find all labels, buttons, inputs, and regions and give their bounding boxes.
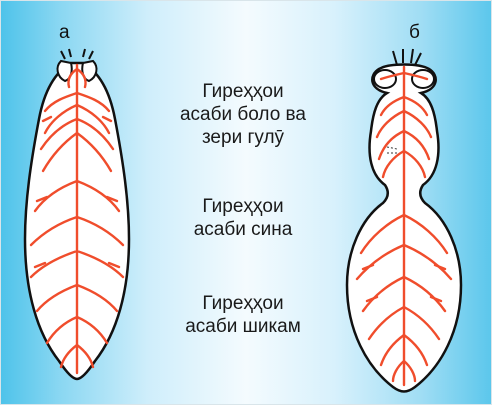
caption-line: асаби боло ва: [168, 104, 318, 127]
caption-line: зери гулӯ: [168, 127, 318, 150]
caption-line: Гиреҳҳои: [168, 81, 318, 104]
larva-b-diagram: [347, 49, 461, 392]
larva-a-diagram: [25, 49, 129, 379]
caption-line: асаби сина: [168, 219, 318, 242]
caption-thoracic-ganglia: Гиреҳҳои асаби сина: [168, 196, 318, 242]
caption-line: асаби шикам: [168, 316, 318, 339]
caption-abdominal-ganglia: Гиреҳҳои асаби шикам: [168, 293, 318, 339]
caption-line: Гиреҳҳои: [168, 196, 318, 219]
caption-line: Гиреҳҳои: [168, 293, 318, 316]
caption-head-ganglia: Гиреҳҳои асаби боло ва зери гулӯ: [168, 81, 318, 149]
